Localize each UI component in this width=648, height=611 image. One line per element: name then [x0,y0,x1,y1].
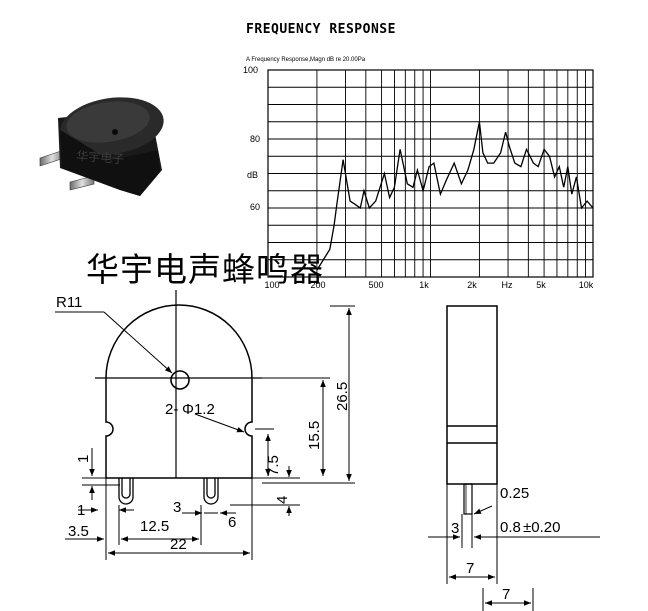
housing-outline [105,304,253,479]
x-tick-1k: 1k [419,280,429,290]
label-radius: R11 [56,294,82,311]
x-tick-200: 200 [310,280,325,290]
x-tick-2k: 2k [467,280,477,290]
graph-grid [267,69,594,278]
y-tick-60: 60 [250,202,260,212]
label-hole-diameter: Φ1.2 [182,401,215,418]
dim-one-vertical: 1 [75,455,92,463]
front-view-dimensions [55,305,355,560]
side-body [446,305,498,485]
frequency-response-graph: 100 80 dB 60 100 200 500 1k 2k Hz 5k 10k [243,65,594,290]
side-pin [463,483,473,515]
y-tick-80: 80 [250,134,260,144]
photo-marking: 华宇电子 [76,149,125,166]
page-title: FREQUENCY RESPONSE [246,22,396,37]
x-axis-unit: Hz [502,280,513,290]
dim-pin-diameter: 0.8 [500,519,521,536]
front-view-dimension-labels: R11 2- Φ1.2 26.5 15.5 7.5 4 1 1 3 6 3.5 … [56,294,351,553]
dim-edge: 3.5 [68,523,89,540]
y-tick-100: 100 [243,65,258,75]
dim-pin-diameter-tolerance: ±0.20 [523,519,560,536]
pin-right [203,478,219,505]
mounting-hole [170,370,190,390]
series-line-response [316,121,594,271]
front-view-drawing [82,290,300,505]
dim-pin-length: 0.25 [500,485,529,502]
side-view-drawing [446,305,498,515]
dim-width: 22 [170,536,187,553]
side-view-dimension-labels: 0.25 3 0.8 ±0.20 7 7 [451,485,560,603]
pin-left [118,478,134,505]
x-tick-5k: 5k [536,280,546,290]
x-tick-100: 100 [264,280,279,290]
dim-thickness-bottom: 7 [502,586,510,603]
dim-notch-height: 7.5 [265,455,282,476]
side-view-dimensions [428,484,600,611]
dim-one-horizontal: 1 [77,502,85,519]
dim-pin-span: 12.5 [140,518,169,535]
dim-pin-width: 6 [228,514,236,531]
x-tick-10k: 10k [579,280,594,290]
dim-pin-offset: 4 [274,496,291,504]
y-axis-unit: dB [247,170,258,180]
dim-thickness: 7 [466,560,474,577]
x-axis-ticks: 100 200 500 1k 2k Hz 5k 10k [264,280,593,290]
chinese-watermark: 华宇电声蜂鸣器 [86,250,324,289]
dim-pin-spacing: 3 [173,499,181,516]
buzzer-photo: 华宇电子 [39,97,164,196]
dim-total-height: 26.5 [334,382,351,411]
dim-pin-gap: 3 [451,520,459,537]
x-tick-500: 500 [368,280,383,290]
graph-caption: A Frequency Response,Magn dB re 20.00Pa [246,57,366,63]
label-hole-count: 2- [165,401,178,418]
dim-center-height: 15.5 [306,421,323,450]
